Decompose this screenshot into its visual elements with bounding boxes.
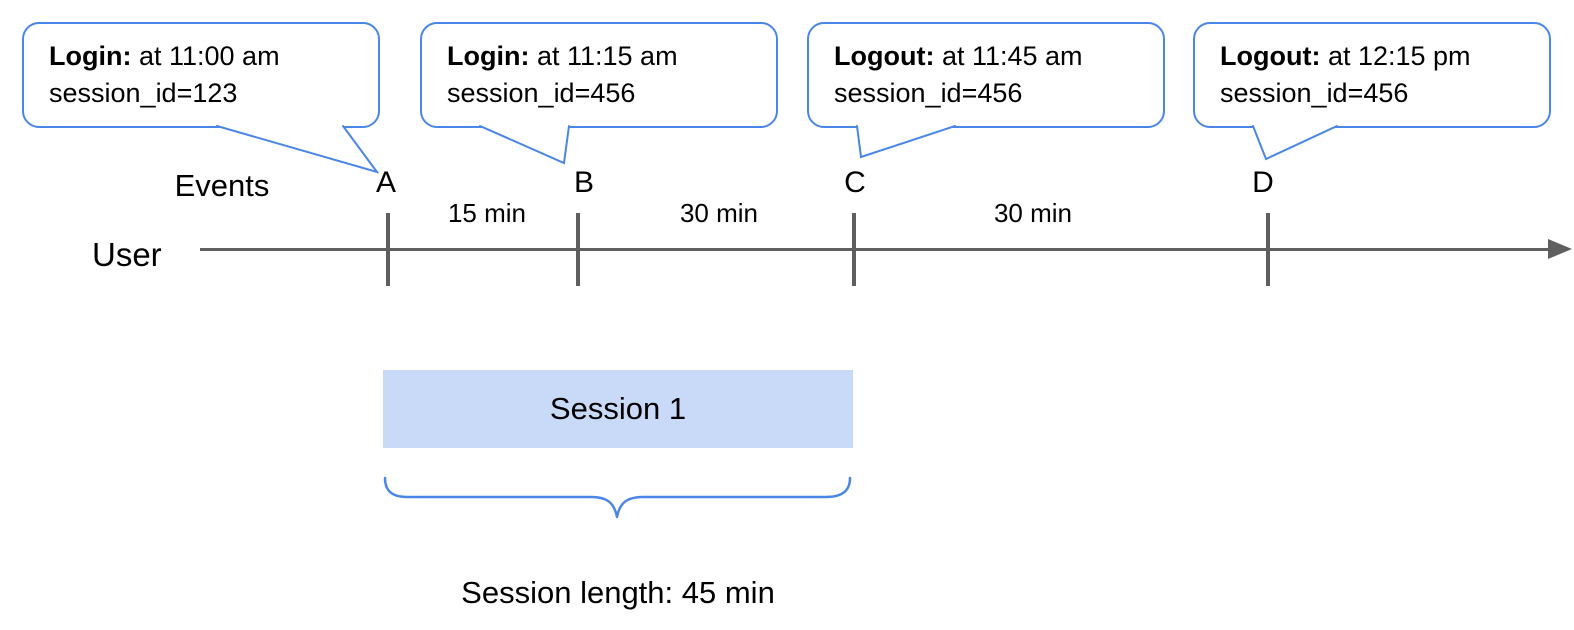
event-time-label: at 11:45 am	[934, 41, 1083, 71]
interval-label-b-c: 30 min	[679, 198, 759, 228]
events-axis-label: Events	[174, 168, 270, 203]
user-axis-label: User	[92, 236, 162, 273]
event-type-label: Logout:	[834, 41, 935, 71]
event-type-label: Login:	[49, 41, 132, 71]
callout-session-line: session_id=123	[49, 78, 238, 108]
callout-login-a: Login: at 11:00 am session_id=123	[22, 22, 380, 128]
tick-label-a: A	[375, 166, 396, 199]
session-1-box: Session 1	[383, 370, 853, 448]
event-time-label: at 12:15 pm	[1320, 41, 1471, 71]
interval-label-a-b: 15 min	[447, 198, 527, 228]
callout-session-line: session_id=456	[447, 78, 636, 108]
session-length-label: Session length: 45 min	[461, 575, 775, 610]
tick-label-d: D	[1252, 166, 1274, 199]
event-type-label: Logout:	[1220, 41, 1321, 71]
session-1-label: Session 1	[549, 391, 687, 426]
callout-tail-pointer-c	[856, 125, 956, 159]
session-length-brace	[383, 476, 852, 519]
event-time-label: at 11:15 am	[529, 41, 678, 71]
callout-session-line: session_id=456	[834, 78, 1023, 108]
tick-label-b: B	[573, 166, 594, 199]
tick-mark-b	[576, 213, 580, 286]
callout-login-b: Login: at 11:15 am session_id=456	[420, 22, 778, 128]
callout-event-line: Logout: at 11:45 am	[834, 38, 1153, 75]
callout-logout-d: Logout: at 12:15 pm session_id=456	[1193, 22, 1551, 128]
tick-label-c: C	[844, 166, 866, 199]
callout-tail-pointer-a	[216, 125, 380, 174]
callout-event-line: Login: at 11:15 am	[447, 38, 766, 75]
callout-session-line: session_id=456	[1220, 78, 1409, 108]
interval-label-c-d: 30 min	[993, 198, 1073, 228]
callout-event-line: Login: at 11:00 am	[49, 38, 368, 75]
callout-event-line: Logout: at 12:15 pm	[1220, 38, 1539, 75]
tick-mark-a	[386, 213, 390, 286]
event-time-label: at 11:00 am	[131, 41, 280, 71]
event-type-label: Login:	[447, 41, 530, 71]
callout-tail-pointer-d	[1252, 125, 1338, 161]
callout-logout-c: Logout: at 11:45 am session_id=456	[807, 22, 1165, 128]
tick-mark-d	[1266, 213, 1270, 286]
tick-mark-c	[852, 213, 856, 286]
timeline-axis	[200, 248, 1550, 251]
timeline-arrowhead-icon	[1548, 239, 1572, 259]
callout-tail-pointer-b	[479, 125, 570, 165]
